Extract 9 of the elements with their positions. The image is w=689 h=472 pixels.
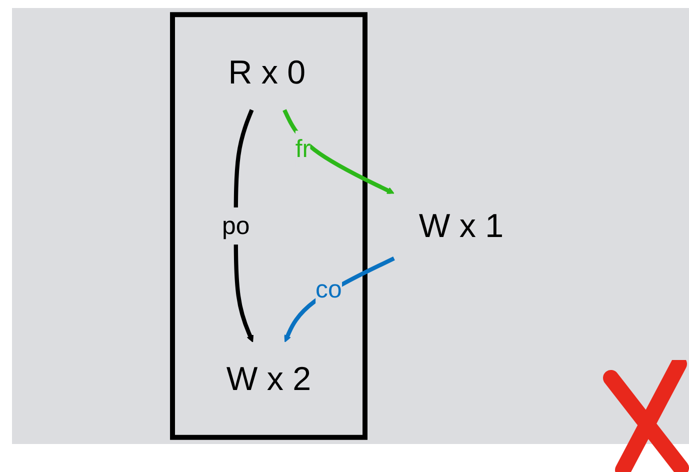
node-text: W x 1 [418, 208, 504, 244]
edge-label: co [316, 276, 342, 304]
cluster [170, 12, 368, 440]
node-text: R x 0 [228, 54, 306, 91]
edge-label: po [222, 212, 250, 240]
arrow [284, 256, 395, 342]
edge-label: fr [295, 136, 311, 164]
node-text: W x 2 [226, 361, 312, 398]
arrow [282, 109, 394, 194]
